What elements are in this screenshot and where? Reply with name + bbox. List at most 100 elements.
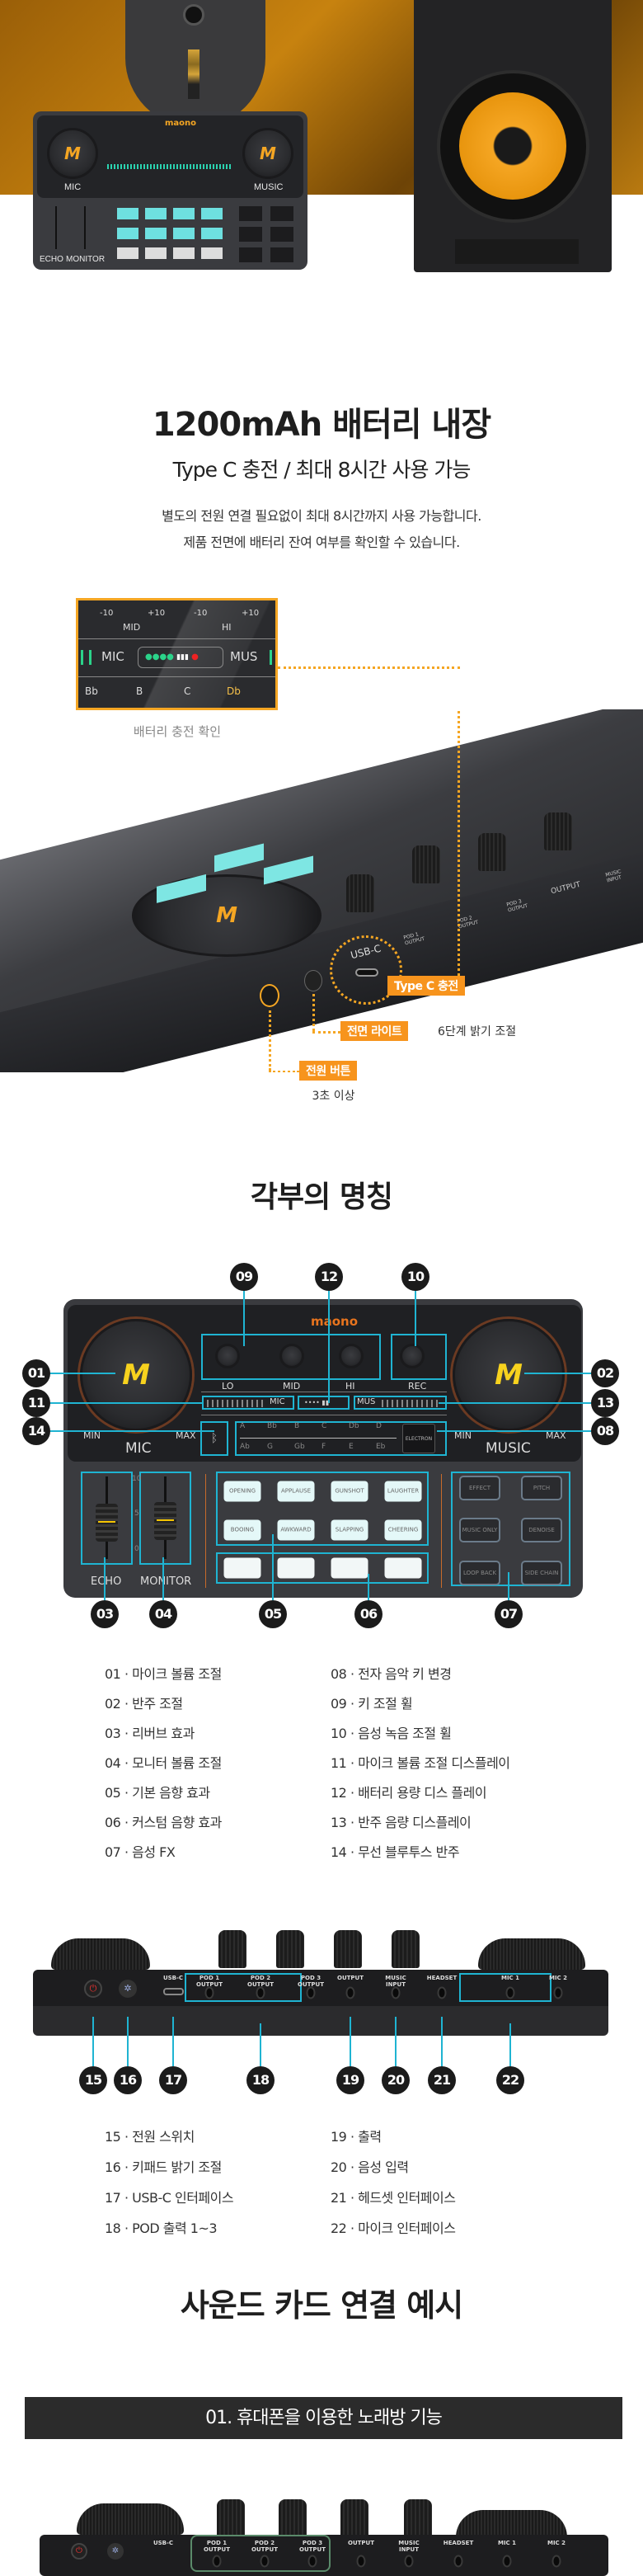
badge-21: 21 [428, 2066, 456, 2094]
fx-button-loop-back[interactable]: LOOP BACK [459, 1561, 500, 1585]
battery-subtitle: Type C 충전 / 최대 8시간 사용 가능 [172, 458, 472, 482]
hero-brand: maono [165, 119, 197, 128]
sound-pad-gunshot[interactable]: GUNSHOT [331, 1481, 368, 1502]
fx-button-music-only[interactable]: MUSIC ONLY [459, 1518, 500, 1542]
hero-monitor-label: MONITOR [66, 255, 106, 264]
port-jack [204, 1986, 214, 1999]
list-item: 18 · POD 출력 1~3 [105, 2220, 218, 2236]
speaker [414, 0, 612, 272]
fx-button-pitch[interactable]: PITCH [521, 1476, 562, 1500]
hero-mixer: maono M M MIC MUSIC ECHO MONITOR [33, 111, 307, 270]
key-bottom-ab: Ab [240, 1443, 250, 1451]
echo-fader[interactable] [96, 1504, 118, 1542]
mid-min-label: -10 [100, 609, 114, 618]
typec-charge-tag: Type C 충전 [387, 976, 465, 996]
badge-06: 06 [354, 1600, 383, 1628]
conn-port-jack [404, 2555, 414, 2568]
eq-hi-knob[interactable] [339, 1344, 364, 1368]
eq-hi-label: HI [345, 1381, 355, 1392]
battery-desc-1: 별도의 전원 연결 필요없이 최대 8시간까지 사용 가능합니다. [162, 508, 481, 524]
sound-pad-laughter[interactable]: LAUGHTER [384, 1481, 422, 1502]
basic-sound-pads-box [216, 1472, 429, 1546]
music-max-label: MAX [546, 1430, 566, 1441]
conn-light-button[interactable]: ✲ [107, 2543, 124, 2560]
list-item: 09 · 키 조절 휠 [331, 1696, 413, 1712]
conn-port-jack [307, 2555, 317, 2568]
key-top-d: D [376, 1422, 382, 1430]
sound-pad-slapping[interactable]: SLAPPING [331, 1519, 368, 1541]
list-item: 08 · 전자 음악 키 변경 [331, 1666, 452, 1682]
usb-c-dotted-circle [330, 935, 402, 1005]
key-bottom-gb: Gb [294, 1443, 305, 1451]
rec-knob[interactable] [400, 1344, 425, 1368]
port-jack [391, 1986, 401, 1999]
eq-mid-knob[interactable] [279, 1344, 304, 1368]
badge-09: 09 [230, 1263, 258, 1291]
list-item: 04 · 모니터 볼륨 조절 [105, 1755, 222, 1771]
list-item: 16 · 키패드 밝기 조절 [105, 2159, 222, 2175]
custom-sound-pad[interactable] [384, 1557, 422, 1579]
key-b: B [136, 685, 143, 697]
key-top-c: C [322, 1422, 327, 1430]
rec-knob-group [391, 1334, 447, 1380]
badge-03: 03 [91, 1600, 119, 1628]
battery-display: •••• ▮▮ [298, 1396, 350, 1410]
list-item: 14 · 무선 블루투스 반주 [331, 1844, 460, 1860]
sound-pad-applause[interactable]: APPLAUSE [277, 1481, 315, 1502]
conn-port-label-pod-1-output: POD 1 OUTPUT [204, 2540, 230, 2553]
badge-01: 01 [22, 1359, 50, 1387]
port-label-music-input: MUSIC INPUT [385, 1975, 406, 1988]
port-jack [256, 1986, 265, 1999]
badge-10: 10 [401, 1263, 429, 1291]
fader-scale-0: 0 [134, 1545, 139, 1553]
voice-fx-box [451, 1472, 570, 1586]
fader-scale-5: 5 [134, 1509, 139, 1518]
hi-max-label: +10 [242, 609, 260, 618]
electron-button[interactable]: ELECTRON [402, 1424, 435, 1453]
key-bottom-eb: Eb [376, 1443, 386, 1451]
badge-08: 08 [591, 1417, 619, 1445]
section-1-title: 01. 휴대폰을 이용한 노래방 기능 [205, 2408, 443, 2428]
hero-mic-label: MIC [64, 182, 82, 192]
conn-port-label-pod-2-output: POD 2 OUTPUT [251, 2540, 278, 2553]
list-item: 21 · 헤드셋 인터페이스 [331, 2190, 456, 2206]
list-item: 17 · USB-C 인터페이스 [105, 2190, 234, 2206]
conn-port-jack [551, 2555, 561, 2568]
sound-pad-awkward[interactable]: AWKWARD [277, 1519, 315, 1541]
sound-pad-opening[interactable]: OPENING [223, 1481, 261, 1502]
custom-sound-pad[interactable] [277, 1557, 315, 1579]
parts-title: 각부의 명칭 [250, 1180, 393, 1214]
rear-light-button[interactable]: ✲ [119, 1980, 137, 1998]
custom-sound-pad[interactable] [331, 1557, 368, 1579]
angled-light-button [304, 970, 322, 991]
front-panel-device: maono M M MIN MAX MIC MIN MAX MUSIC LO M… [63, 1299, 583, 1598]
fx-button-effect[interactable]: EFFECT [459, 1476, 500, 1500]
pod-outputs-box [185, 1973, 302, 2002]
fader-scale-10: 10 [132, 1475, 142, 1483]
custom-sound-pad[interactable] [223, 1557, 261, 1579]
fx-button-side-chain[interactable]: SIDE CHAIN [521, 1561, 562, 1585]
hi-label: HI [222, 622, 232, 633]
echo-fader-box [81, 1472, 133, 1565]
key-bottom-e: E [349, 1443, 354, 1451]
badge-18: 18 [246, 2066, 275, 2094]
list-item: 11 · 마이크 볼륨 조절 디스플레이 [331, 1755, 510, 1771]
badge-07: 07 [495, 1600, 523, 1628]
fx-button-denoise[interactable]: DENOISE [521, 1518, 562, 1542]
conn-power-button[interactable]: ⏻ [71, 2543, 87, 2560]
monitor-fader[interactable] [154, 1502, 176, 1540]
sound-pad-booing[interactable]: BOOING [223, 1519, 261, 1541]
eq-lo-knob[interactable] [215, 1344, 240, 1368]
list-item: 07 · 음성 FX [105, 1844, 176, 1860]
meter-mic-label: MIC [270, 1397, 285, 1406]
rear-power-button[interactable]: ⏻ [84, 1980, 102, 1998]
device-angled-photo: M USB-C POD 1 OUTPUT POD 2 OUTPUT POD 3 … [0, 709, 643, 1072]
connection-title: 사운드 카드 연결 예시 [180, 2287, 463, 2324]
power-button-note: 3초 이상 [312, 1090, 355, 1103]
hero-echo-label: ECHO [40, 255, 63, 264]
sound-pad-cheering[interactable]: CHEERING [384, 1519, 422, 1541]
hero-music-label: MUSIC [254, 182, 284, 192]
